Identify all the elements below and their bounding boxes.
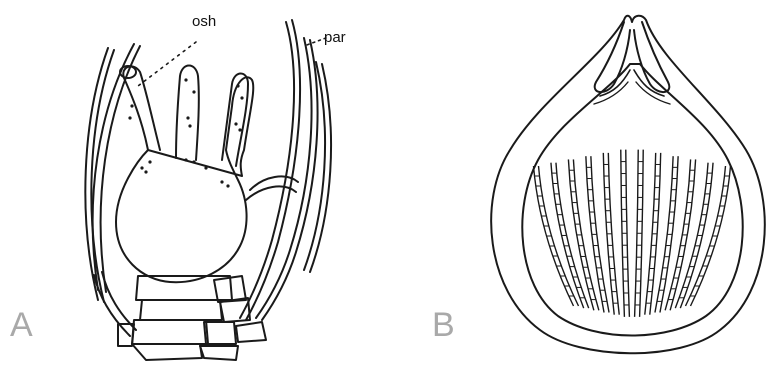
panel-letter-b: B	[432, 306, 455, 344]
filament	[534, 166, 579, 306]
filament	[686, 166, 731, 306]
par-leader	[304, 38, 326, 46]
filament	[603, 153, 619, 315]
filament	[665, 159, 695, 310]
label-osh: osh	[192, 13, 216, 30]
panel-a-drawing	[85, 20, 331, 360]
filament	[635, 150, 644, 317]
label-par: par	[324, 29, 346, 46]
filament	[621, 150, 630, 317]
left-paraphyses	[85, 44, 140, 336]
right-paraphyses	[240, 20, 331, 320]
conceptacle-filaments	[534, 150, 731, 317]
stalk-cells	[118, 276, 266, 360]
panel-letter-a: A	[10, 306, 33, 344]
filament	[645, 153, 661, 315]
filament	[568, 159, 598, 310]
